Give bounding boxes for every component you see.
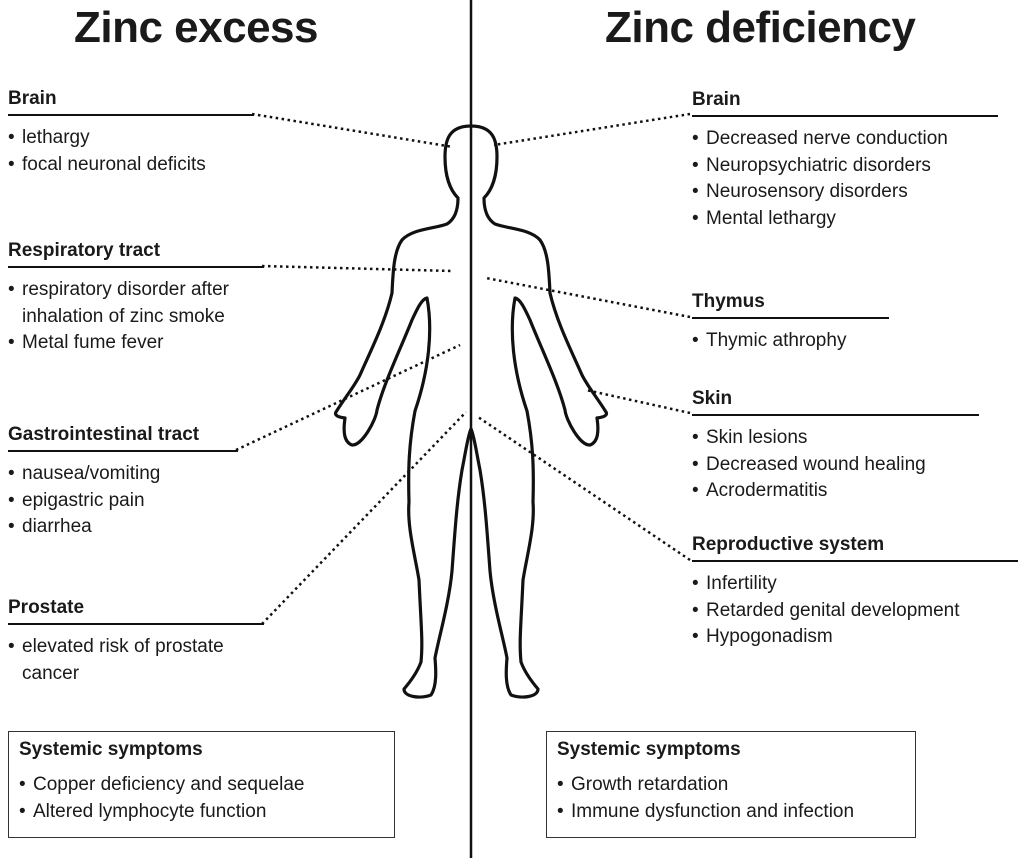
human-body-outline	[333, 124, 609, 699]
section-rule	[8, 450, 238, 452]
list-item: Neurosensory disorders	[692, 179, 998, 206]
leader-excess-respiratory	[261, 264, 453, 273]
leader-excess-brain	[251, 112, 454, 149]
list-item: Mental lethargy	[692, 206, 998, 233]
list-item: diarrhea	[8, 514, 238, 541]
section-rule	[8, 266, 264, 268]
excess-systemic-box: Systemic symptoms Copper deficiency and …	[8, 731, 395, 838]
section-title: Prostate	[8, 597, 85, 618]
section-title: Thymus	[692, 291, 765, 312]
list-item: Copper deficiency and sequelae	[19, 772, 384, 799]
leader-deficiency-thymus	[485, 276, 691, 319]
list-item: nausea/vomiting	[8, 461, 238, 488]
list-item: Decreased wound healing	[692, 452, 979, 479]
section-rule	[692, 414, 979, 416]
list-item: focal neuronal deficits	[8, 152, 254, 179]
list-item: Skin lesions	[692, 425, 979, 452]
list-item: Metal fume fever	[8, 330, 264, 357]
title-zinc-excess: Zinc excess	[74, 3, 319, 52]
list-item: lethargy	[8, 125, 254, 152]
deficiency-skin-section: Skin Skin lesions Decreased wound healin…	[692, 387, 979, 505]
excess-gastrointestinal-section: Gastrointestinal tract nausea/vomiting e…	[8, 423, 238, 541]
list-item: elevated risk of prostate cancer	[8, 634, 264, 687]
symptom-list: Growth retardation Immune dysfunction an…	[557, 772, 905, 825]
deficiency-thymus-section: Thymus Thymic athrophy	[692, 290, 889, 355]
leader-excess-gastrointestinal	[235, 343, 461, 452]
list-item: Acrodermatitis	[692, 478, 979, 505]
list-item: respiratory disorder after inhalation of…	[8, 277, 264, 330]
excess-respiratory-section: Respiratory tract respiratory disorder a…	[8, 239, 264, 357]
leader-excess-prostate	[261, 411, 467, 625]
symptom-list: Skin lesions Decreased wound healing Acr…	[692, 425, 979, 505]
leader-lines	[235, 112, 691, 625]
leader-deficiency-reproductive	[477, 415, 691, 562]
section-title: Brain	[692, 89, 741, 110]
deficiency-brain-section: Brain Decreased nerve conduction Neurops…	[692, 88, 998, 232]
symptom-list: lethargy focal neuronal deficits	[8, 125, 254, 178]
list-item: Retarded genital development	[692, 598, 1018, 625]
list-item: Growth retardation	[557, 772, 905, 799]
list-item: Altered lymphocyte function	[19, 799, 384, 826]
section-rule	[692, 115, 998, 117]
symptom-list: Copper deficiency and sequelae Altered l…	[19, 772, 384, 825]
section-title: Respiratory tract	[8, 240, 161, 261]
deficiency-reproductive-section: Reproductive system Infertility Retarded…	[692, 533, 1018, 651]
list-item: Hypogonadism	[692, 624, 1018, 651]
section-title: Systemic symptoms	[19, 739, 203, 760]
list-item: Neuropsychiatric disorders	[692, 153, 998, 180]
symptom-list: Infertility Retarded genital development…	[692, 571, 1018, 651]
symptom-list: respiratory disorder after inhalation of…	[8, 277, 264, 357]
excess-prostate-section: Prostate elevated risk of prostate cance…	[8, 596, 264, 687]
section-title: Reproductive system	[692, 534, 885, 555]
section-rule	[8, 114, 254, 116]
list-item: Decreased nerve conduction	[692, 126, 998, 153]
section-title: Brain	[8, 88, 57, 109]
symptom-list: elevated risk of prostate cancer	[8, 634, 264, 687]
leader-deficiency-skin	[585, 388, 691, 415]
leader-deficiency-brain	[493, 112, 691, 147]
section-title: Skin	[692, 388, 733, 409]
list-item: Thymic athrophy	[692, 328, 889, 355]
section-title: Gastrointestinal tract	[8, 424, 200, 445]
section-rule	[692, 560, 1018, 562]
section-rule	[8, 623, 264, 625]
list-item: Infertility	[692, 571, 1018, 598]
list-item: Immune dysfunction and infection	[557, 799, 905, 826]
symptom-list: Thymic athrophy	[692, 328, 889, 355]
section-rule	[692, 317, 889, 319]
symptom-list: Decreased nerve conduction Neuropsychiat…	[692, 126, 998, 232]
list-item: epigastric pain	[8, 488, 238, 515]
deficiency-systemic-box: Systemic symptoms Growth retardation Imm…	[546, 731, 916, 838]
title-zinc-deficiency: Zinc deficiency	[605, 3, 916, 52]
symptom-list: nausea/vomiting epigastric pain diarrhea	[8, 461, 238, 541]
excess-brain-section: Brain lethargy focal neuronal deficits	[8, 87, 254, 178]
section-title: Systemic symptoms	[557, 739, 741, 760]
